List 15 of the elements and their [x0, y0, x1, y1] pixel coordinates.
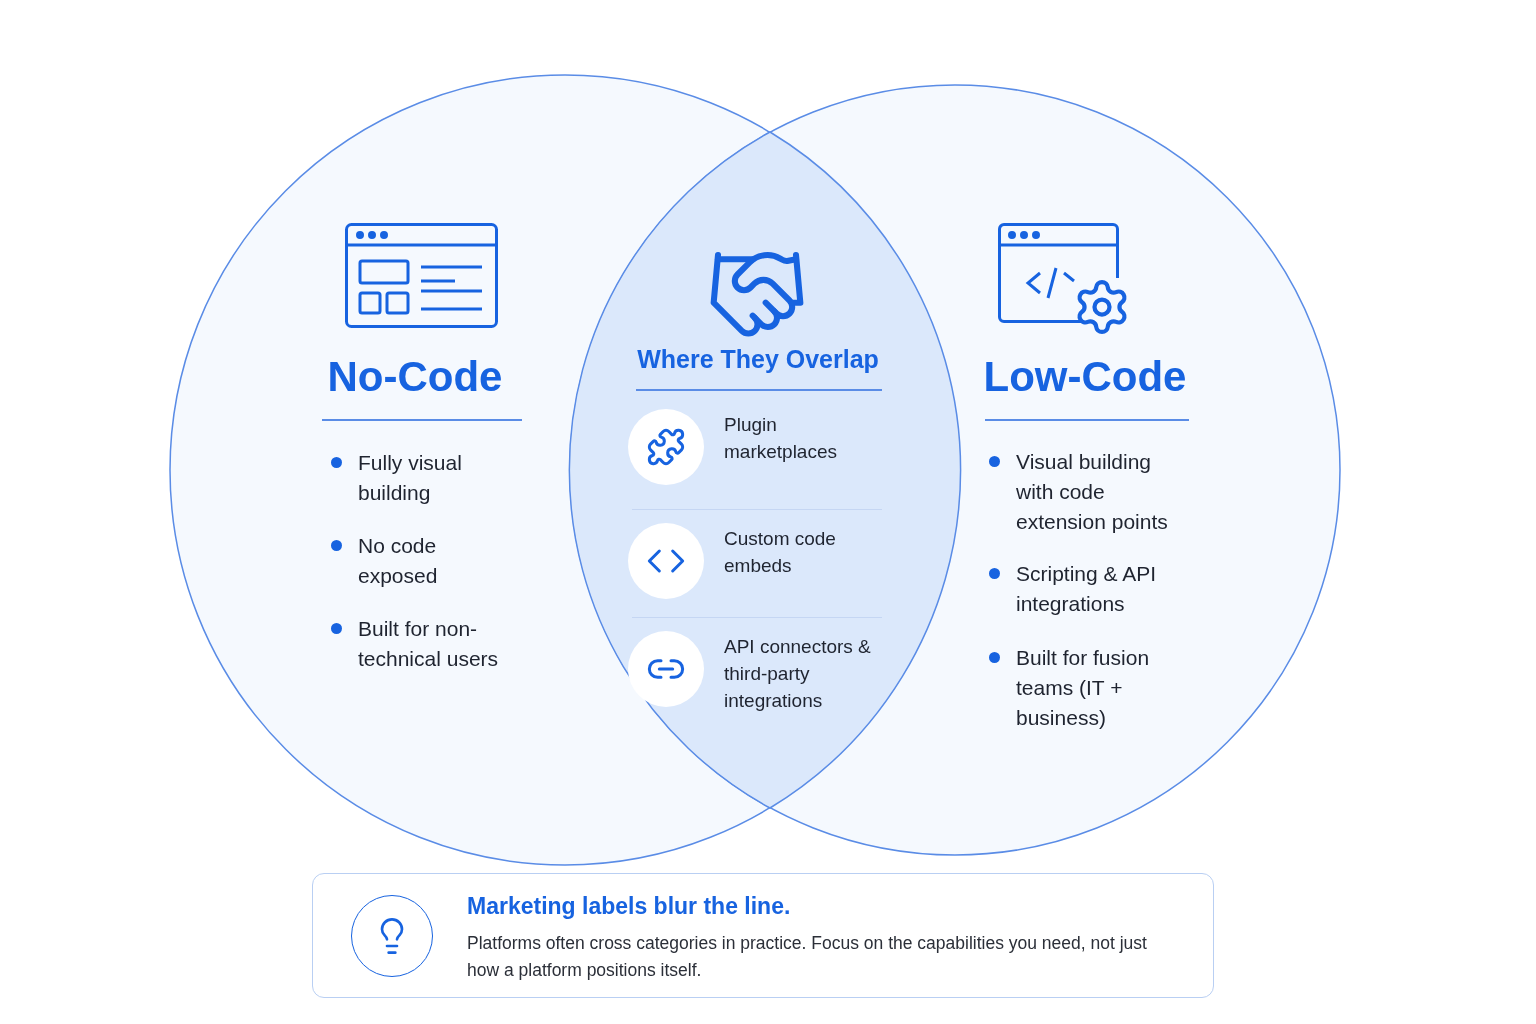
bullet-text: Built for fusion teams (IT + business) [1016, 645, 1151, 731]
note-title: Marketing labels blur the line. [467, 892, 791, 921]
overlap-heading: Where They Overlap [636, 344, 880, 375]
circle-heading: Low-Code [982, 352, 1188, 402]
bullet-text: No code exposed [358, 533, 439, 589]
bullet-text: Visual building with code extension points [1016, 449, 1169, 535]
bullet-text: Scripting & API integrations [1016, 561, 1158, 617]
overlap-item-text: API connectors & third-party integrations [724, 635, 872, 713]
bullet-text: Built for non-technical users [358, 616, 500, 672]
bullet-text: Fully visual building [358, 450, 463, 506]
overlap-item-text: Custom code embeds [724, 527, 837, 578]
note-card [312, 873, 1214, 998]
overlap-item-text: Plugin marketplaces [724, 413, 838, 464]
note-body: Platforms often cross categories in practice. Focus on the capabilities you need, not just how a platform positions itself. [467, 932, 1148, 982]
circle-heading: No-Code [326, 352, 504, 402]
